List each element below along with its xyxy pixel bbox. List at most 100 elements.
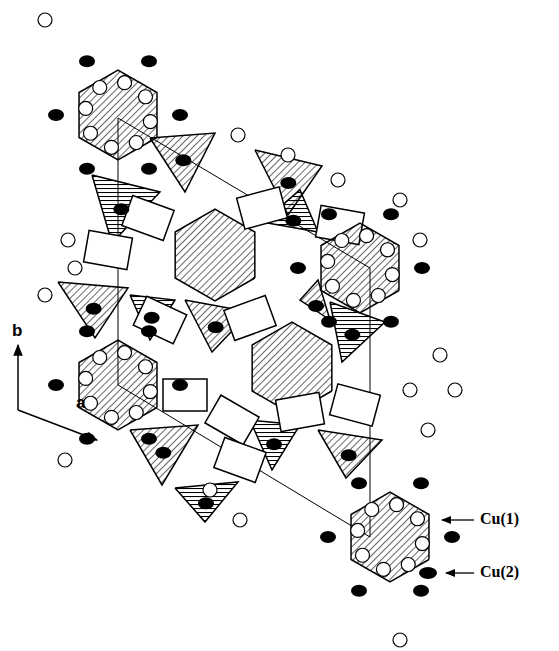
cu1-atom — [104, 410, 118, 424]
cu1-atom — [390, 498, 404, 512]
cu1-atom — [351, 523, 365, 537]
cu1-atom — [139, 90, 153, 104]
unit-cell — [118, 118, 370, 537]
cu-cluster — [351, 492, 429, 582]
cu2-atom — [344, 329, 360, 341]
cu2-atom — [141, 55, 157, 67]
cu1-atom — [411, 512, 425, 526]
cu1-atom — [83, 126, 97, 140]
cu2-atom — [79, 55, 95, 67]
cu1-atom — [143, 385, 157, 399]
cu-cluster — [79, 70, 157, 160]
cu1-atom — [118, 76, 132, 90]
polyhedra — [58, 70, 429, 582]
cu2-atom — [172, 109, 188, 121]
cu2-atom — [79, 325, 95, 337]
square-plane — [237, 187, 288, 229]
cu1-atom — [281, 148, 295, 162]
square-plane — [224, 295, 276, 340]
cu1-atom — [129, 406, 143, 420]
cu1-atom — [58, 453, 72, 467]
cu1-atom — [381, 243, 395, 257]
square-plane — [276, 392, 325, 431]
cu2-atom — [155, 447, 171, 459]
cu1-atom — [38, 288, 52, 302]
cu2-atom — [144, 312, 160, 324]
cu2-atom — [308, 300, 324, 312]
cu1-atom — [401, 558, 415, 572]
cu2-atom — [48, 109, 64, 121]
cu1-atom — [393, 633, 407, 647]
square-plane — [163, 379, 207, 411]
cu2-atom — [48, 379, 64, 391]
cu2-atom — [413, 585, 429, 597]
cu2-atom — [290, 262, 306, 274]
cu2-atom — [414, 262, 430, 274]
cell-outline — [118, 118, 370, 537]
cu1-atom — [385, 268, 399, 282]
cu2-atom — [141, 325, 157, 337]
cu2-atom — [351, 477, 367, 489]
cu-cluster — [79, 340, 157, 430]
cu2-atom — [383, 316, 399, 328]
cu1-atom — [79, 371, 93, 385]
cu1-atom — [129, 136, 143, 150]
cu1-atom — [448, 383, 462, 397]
square-plane — [330, 384, 381, 426]
cu1-atom — [231, 128, 245, 142]
cu2-atom — [321, 208, 337, 220]
leader-arrow — [442, 519, 474, 520]
cu1-atom — [355, 548, 369, 562]
cu2-atom — [175, 154, 191, 166]
cu2-atom — [383, 208, 399, 220]
cu1-atom — [365, 502, 379, 516]
cu2-atom — [86, 303, 102, 315]
cu2-atom — [141, 433, 157, 445]
cu1-atom — [203, 483, 217, 497]
tetrahedron — [318, 430, 382, 478]
cu2-atom — [320, 531, 336, 543]
cu1-atom — [321, 254, 335, 268]
square-plane — [133, 296, 186, 344]
cu2-atom — [198, 497, 214, 509]
cu2-atom — [208, 321, 224, 333]
cu2-atom — [141, 163, 157, 175]
cu1-atom — [79, 101, 93, 115]
leader-arrow — [446, 572, 474, 573]
cu1-atom — [93, 350, 107, 364]
cu1-atom — [331, 173, 345, 187]
cu2-atom — [444, 531, 460, 543]
cu2-atom — [285, 215, 301, 227]
cu2-atom — [351, 585, 367, 597]
cu2-atom — [280, 177, 296, 189]
cu1-atom — [83, 396, 97, 410]
cu1-atom — [421, 423, 435, 437]
b-axis-arrow — [17, 345, 19, 410]
cu1-atom — [346, 293, 360, 307]
cu1-atom — [325, 279, 339, 293]
axes — [18, 345, 474, 573]
cu1-atom — [403, 383, 417, 397]
cu2-atom — [413, 477, 429, 489]
cu2-atom — [79, 163, 95, 175]
cu1-atom — [143, 115, 157, 129]
cu2-atom — [341, 449, 357, 461]
cu1-atom — [61, 233, 75, 247]
square-plane — [122, 195, 174, 240]
cu2-atom — [419, 567, 437, 579]
cu1-atom — [104, 140, 118, 154]
square-plane — [205, 395, 259, 445]
cu1-atom — [93, 80, 107, 94]
cu1-atom — [433, 348, 447, 362]
atoms — [38, 13, 462, 647]
cu1-atom — [68, 261, 82, 275]
cu1-atom — [139, 360, 153, 374]
cu2-atom — [113, 203, 129, 215]
square-plane — [84, 230, 133, 269]
cu-cluster — [321, 223, 399, 313]
tetrahedron — [58, 282, 128, 338]
atom-label: Cu(2) — [480, 564, 519, 580]
tetrahedron — [130, 425, 198, 485]
